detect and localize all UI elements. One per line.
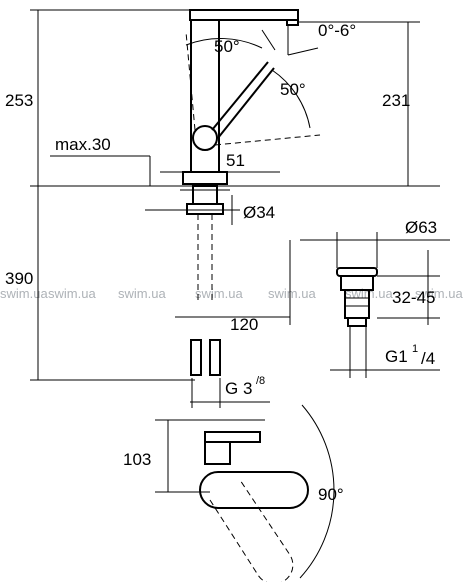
label-waste-thread-sup: 1 [412, 343, 418, 355]
mount-nut [192, 185, 218, 205]
label-spout-height: 231 [382, 91, 410, 110]
lever-hub [192, 125, 218, 151]
label-waste-range: 32-45 [392, 288, 435, 307]
spout-top-view [199, 471, 309, 509]
dim-hole-diameter: Ø34 [145, 195, 275, 225]
angle-arc-front [271, 69, 311, 129]
faucet-side-view [182, 9, 321, 185]
faucet-top-view: 103 90° [123, 404, 344, 582]
label-max-deck: max.30 [55, 135, 111, 154]
watermark-5: swim.ua [268, 286, 316, 301]
waste-valve [336, 267, 378, 327]
watermark-4: swim.ua [195, 286, 243, 301]
watermark-1: swim.ua [0, 286, 48, 301]
dim-waste-thread: G1 1 /4 [330, 326, 440, 378]
body-base [182, 171, 228, 185]
lever-front-position [214, 134, 321, 146]
label-angle-front: 50° [280, 80, 306, 99]
dim-waste-range: 32-45 [377, 250, 440, 325]
label-waste-diameter: Ø63 [405, 218, 437, 237]
label-waste-thread-main: G1 [385, 347, 408, 366]
label-body-offset: 51 [226, 151, 245, 170]
mounting-assembly [180, 185, 230, 376]
lever-body-top [204, 441, 231, 465]
watermark-7: swim.ua [415, 286, 463, 301]
label-thread-main: G 3 [225, 379, 252, 398]
waste-cap [336, 267, 378, 277]
dim-spout-height: 231 [298, 21, 420, 186]
dim-underside: 390 [5, 186, 195, 381]
label-hose-spacing: 120 [230, 315, 258, 334]
waste-tail [347, 317, 367, 327]
mount-washer [186, 203, 224, 215]
spout-rotated [209, 479, 294, 582]
hose-end-left [190, 339, 202, 376]
dim-max-deck: max.30 [50, 135, 151, 186]
hose-end-right [209, 339, 221, 376]
lever-handle-edge [217, 67, 275, 139]
tilt-arrow [287, 47, 319, 56]
label-thread-sup: /8 [256, 375, 265, 387]
label-swivel-angle: 90° [318, 485, 344, 504]
angle-arc-back [185, 38, 263, 49]
lever-handle [211, 61, 269, 131]
lever-top [204, 431, 261, 443]
dim-thread: G 3 /8 [190, 375, 270, 408]
spout-top [189, 9, 299, 21]
label-angle-back: 50° [214, 37, 240, 56]
dim-total-height: 253 [5, 9, 190, 186]
label-tilt-range: 0°-6° [318, 21, 356, 40]
watermark-3: swim.ua [118, 286, 166, 301]
dim-waste-diameter: Ø63 [300, 218, 450, 268]
swivel-arc [299, 404, 335, 579]
dim-hose-spacing: 120 [175, 240, 291, 334]
label-hole-diameter: Ø34 [243, 203, 275, 222]
label-total-height: 253 [5, 91, 33, 110]
lever-back-position [185, 31, 196, 131]
label-underside: 390 [5, 269, 33, 288]
label-handle-depth: 103 [123, 450, 151, 469]
label-waste-thread-sub: /4 [421, 349, 435, 368]
dim-body-offset: 51 [160, 151, 280, 173]
aerator [286, 19, 299, 26]
watermark-2: swim.ua [48, 286, 96, 301]
tilt-marker [261, 29, 276, 51]
